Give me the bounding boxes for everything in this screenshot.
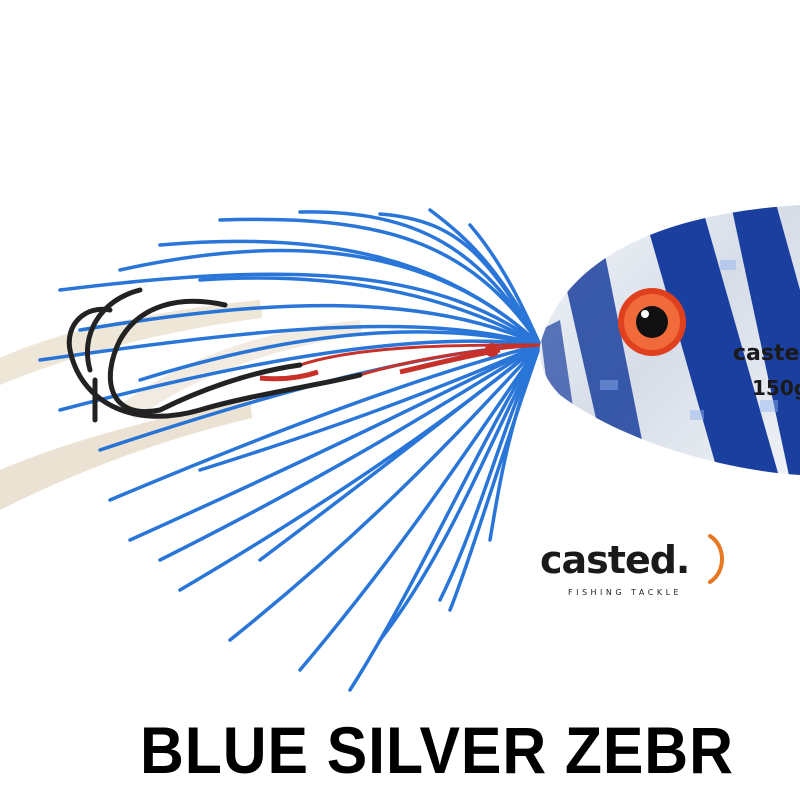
brand-tagline: FISHING TACKLE [568, 588, 683, 597]
body-stamp-weight: 150g [752, 376, 800, 400]
brand-swoosh-icon [708, 534, 724, 584]
brand-logo: casted. FISHING TACKLE [540, 530, 730, 600]
treble-hook-icon [66, 287, 363, 423]
brand-name: casted. [540, 538, 690, 582]
rubber-tail [0, 300, 362, 510]
body-stamp-brand: casted [733, 341, 800, 366]
assist-cord [259, 343, 541, 382]
lure-body: casted 150g [539, 205, 800, 475]
product-caption: BLUE SILVER ZEBR [140, 713, 734, 787]
